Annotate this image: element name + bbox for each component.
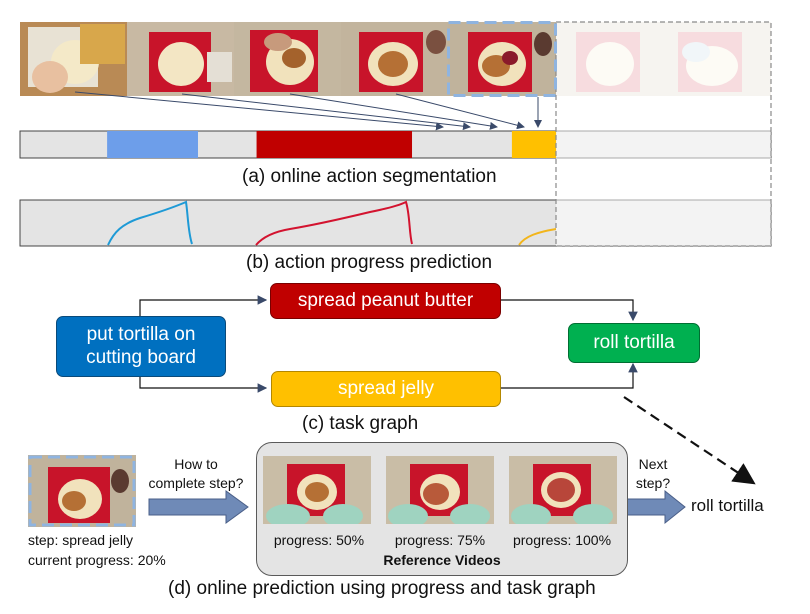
mapping-arrow-2 bbox=[181, 93, 471, 131]
edge-start-to-upper bbox=[139, 295, 268, 318]
predicted-next-step: roll tortilla bbox=[691, 496, 764, 515]
mapping-arrow-4 bbox=[395, 93, 525, 130]
video-frame-3 bbox=[234, 22, 341, 96]
reference-videos-title: Reference Videos bbox=[383, 552, 501, 568]
reference-progress-1: progress: 50% bbox=[273, 532, 365, 548]
future-region bbox=[555, 21, 772, 247]
current-clip-thumbnail bbox=[28, 455, 136, 527]
frame-mapping-arrows bbox=[74, 91, 542, 131]
task-graph-edges bbox=[139, 295, 638, 393]
reference-progress-2: progress: 75% bbox=[394, 532, 486, 548]
video-frame-4 bbox=[341, 22, 448, 96]
reference-thumb-2 bbox=[386, 456, 494, 524]
segmentation-segments bbox=[107, 131, 557, 158]
reference-progress-3: progress: 100% bbox=[512, 532, 612, 548]
mapping-arrow-1 bbox=[74, 91, 444, 131]
caption-c: (c) task graph bbox=[302, 413, 419, 434]
edge-lower-to-end bbox=[500, 362, 638, 389]
progress-curve-red bbox=[255, 200, 413, 246]
question-next-step: Next step? bbox=[635, 456, 671, 491]
node-spread-jelly: spread jelly bbox=[271, 371, 501, 407]
video-frame-2 bbox=[127, 22, 234, 96]
reference-thumb-1 bbox=[263, 456, 371, 524]
video-frame-5-current bbox=[448, 22, 556, 96]
block-arrow-next-step bbox=[625, 489, 686, 525]
question-how-to-complete: How to complete step? bbox=[148, 456, 244, 491]
segment-red bbox=[256, 131, 413, 158]
current-step-label: step: spread jelly bbox=[28, 532, 134, 548]
reference-thumb-3 bbox=[509, 456, 617, 524]
caption-b: (b) action progress prediction bbox=[246, 252, 493, 273]
block-arrow-how-to bbox=[148, 490, 249, 524]
node-put-tortilla: put tortilla on cutting board bbox=[56, 316, 226, 377]
progress-curve-blue bbox=[107, 200, 193, 246]
next-step-dashed-arrow bbox=[623, 396, 756, 485]
caption-a: (a) online action segmentation bbox=[242, 166, 497, 187]
node-roll-tortilla: roll tortilla bbox=[568, 323, 700, 363]
node-spread-peanut-butter: spread peanut butter bbox=[270, 283, 501, 319]
current-progress-label: current progress: 20% bbox=[28, 552, 166, 568]
segment-blue bbox=[107, 131, 198, 158]
edge-start-to-lower bbox=[139, 373, 268, 393]
current-frame-highlight bbox=[447, 21, 557, 97]
segment-yellow bbox=[511, 131, 557, 158]
caption-d: (d) online prediction using progress and… bbox=[168, 578, 596, 599]
mapping-arrow-3 bbox=[289, 93, 498, 130]
edge-upper-to-end bbox=[500, 299, 638, 322]
progress-curve-yellow bbox=[518, 228, 557, 246]
video-frame-1 bbox=[20, 22, 127, 96]
